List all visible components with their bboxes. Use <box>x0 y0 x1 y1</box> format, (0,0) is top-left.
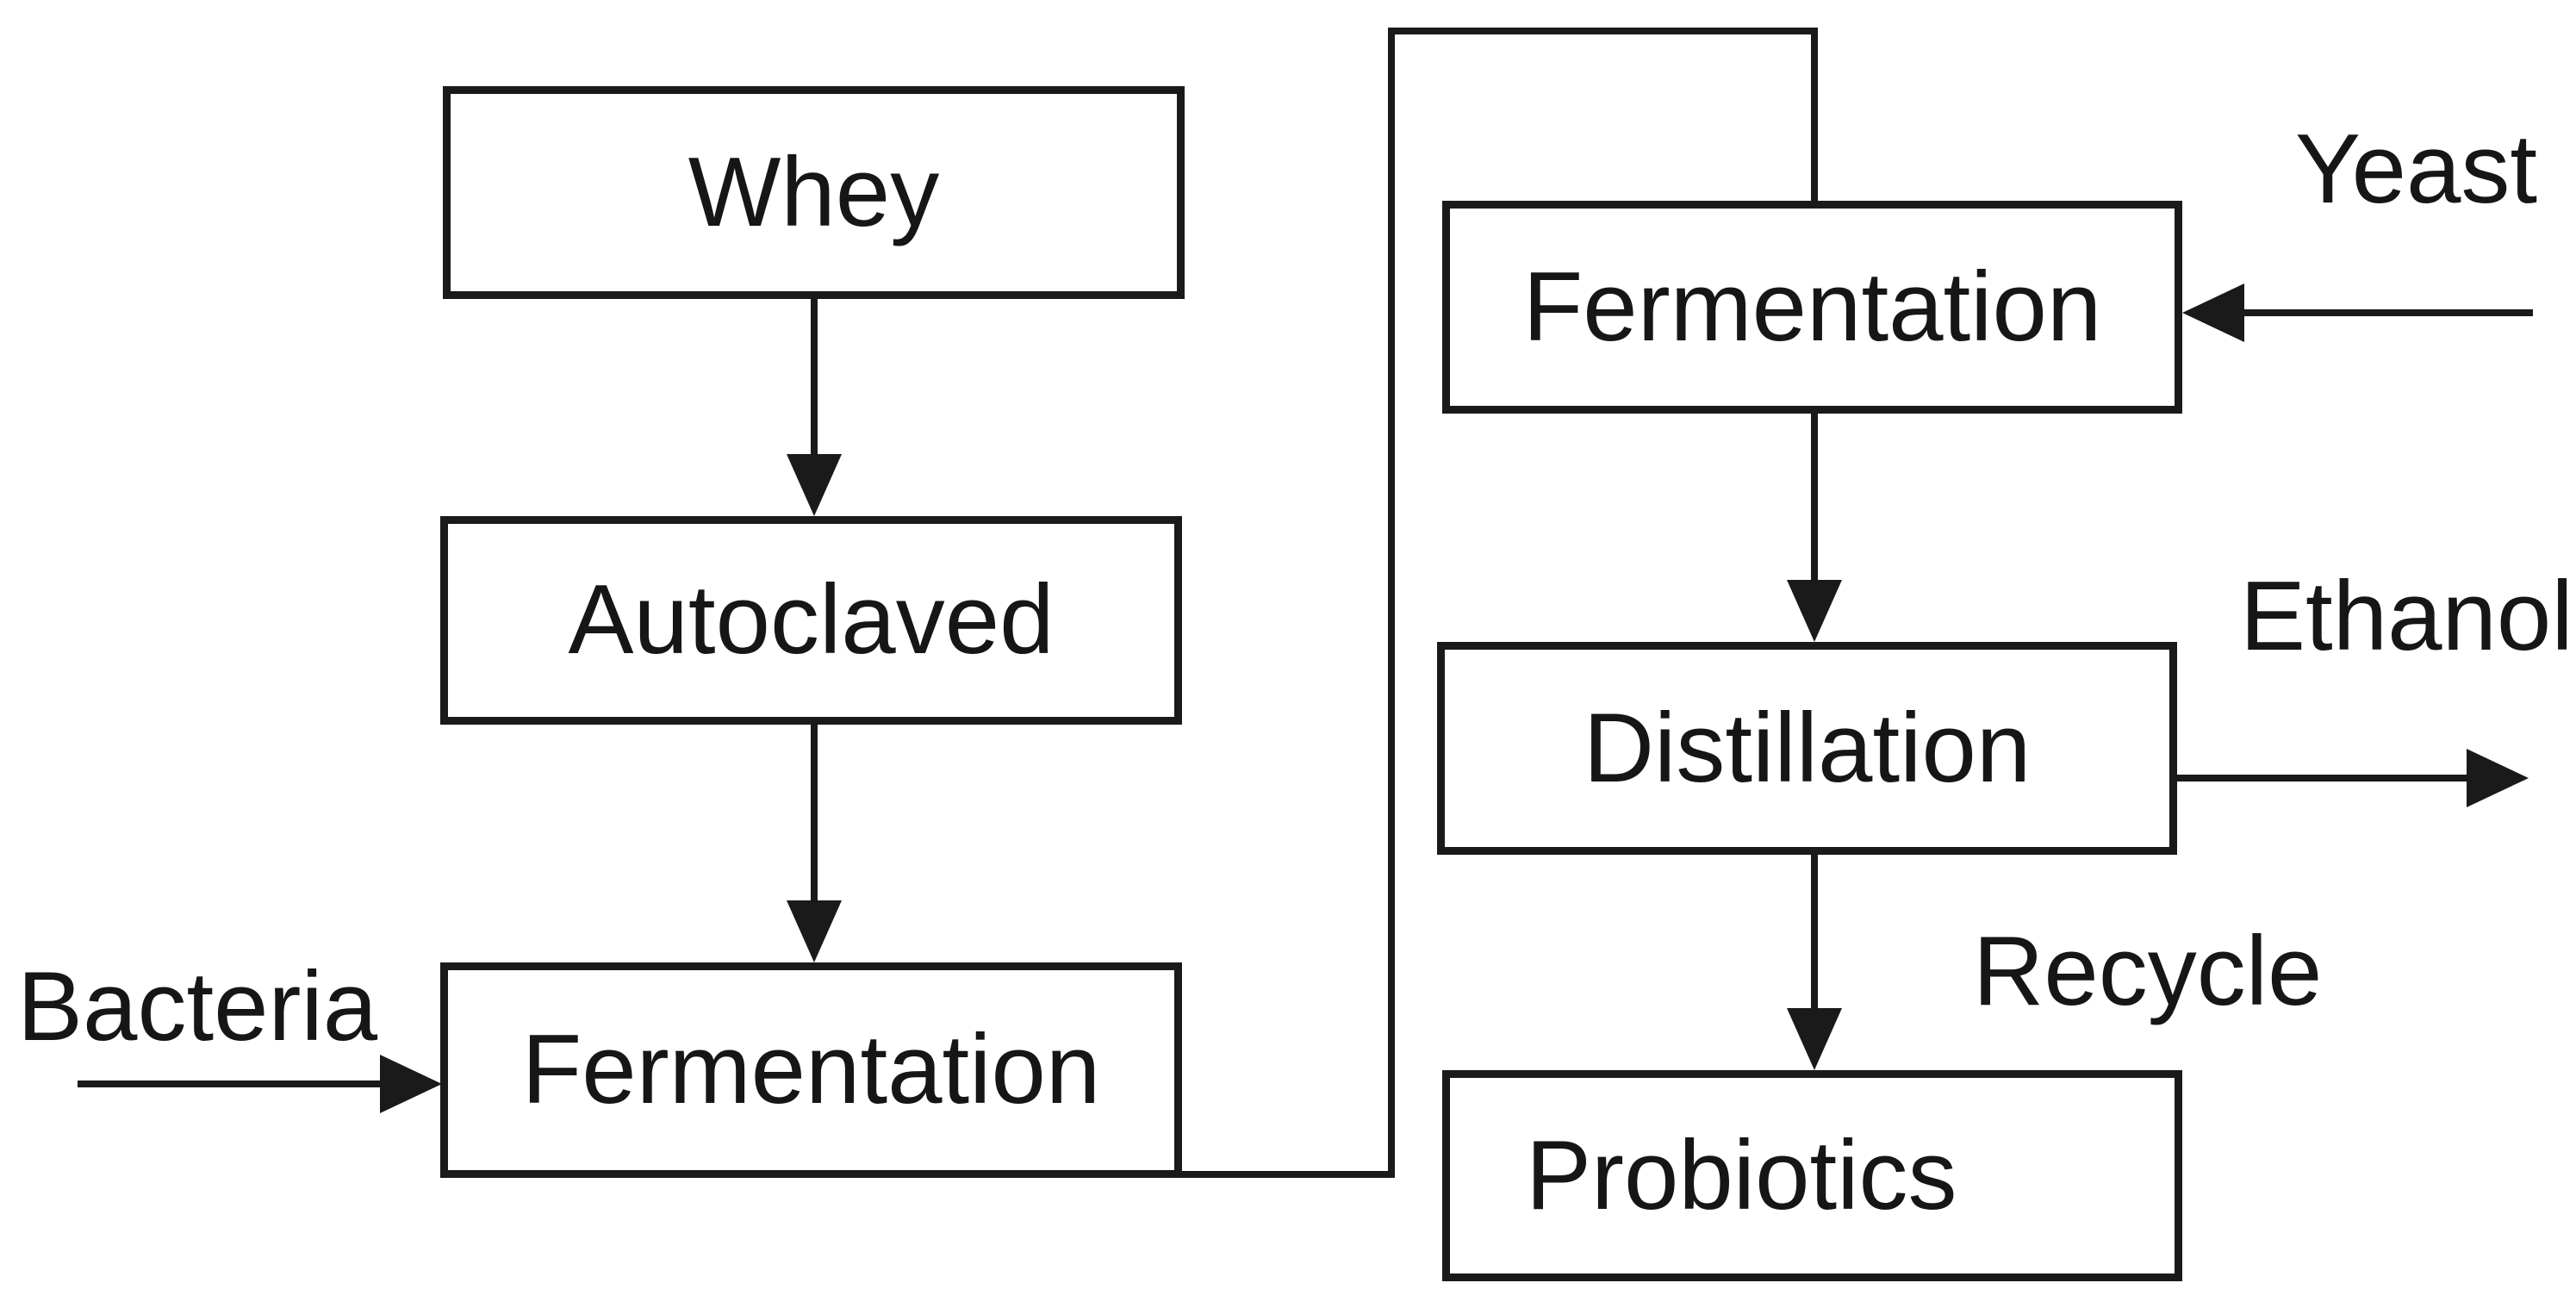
label-bacteria: Bacteria <box>17 952 378 1062</box>
label-yeast: Yeast <box>2295 115 2538 224</box>
box-whey-label: Whey <box>688 137 940 247</box>
box-distillation-label: Distillation <box>1583 693 2032 803</box>
box-distillation: Distillation <box>1437 642 2177 855</box>
connector-fermentation-left-to-right <box>1182 28 1818 1178</box>
box-probiotics-label: Probiotics <box>1526 1120 1957 1230</box>
arrow-bacteria-to-fermentation <box>78 1055 442 1113</box>
box-fermentation-right: Fermentation <box>1442 201 2182 414</box>
label-ethanol: Ethanol <box>2240 562 2573 671</box>
box-fermentation-left: Fermentation <box>440 962 1182 1178</box>
label-recycle: Recycle <box>1973 917 2323 1026</box>
box-whey: Whey <box>443 86 1185 299</box>
arrow-distillation-to-probiotics <box>1787 855 1842 1070</box>
box-probiotics: Probiotics <box>1442 1070 2182 1281</box>
arrow-yeast-to-fermentation <box>2182 283 2533 342</box>
arrow-distillation-to-ethanol <box>2177 749 2529 807</box>
box-autoclaved-label: Autoclaved <box>568 565 1055 675</box>
arrow-fermentation-to-distillation <box>1787 414 1842 642</box>
arrow-whey-to-autoclaved <box>787 299 842 516</box>
box-fermentation-right-label: Fermentation <box>1522 252 2102 362</box>
box-fermentation-left-label: Fermentation <box>521 1015 1101 1124</box>
box-autoclaved: Autoclaved <box>440 516 1182 725</box>
arrow-autoclaved-to-fermentation <box>787 725 842 962</box>
